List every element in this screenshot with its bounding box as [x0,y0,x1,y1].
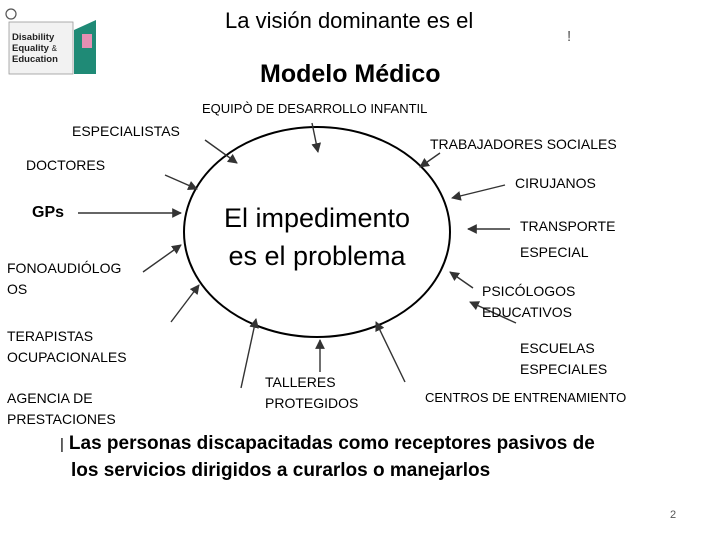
label-terap-1: TERAPISTAS [7,328,94,344]
label-psico-2: EDUCATIVOS [482,304,572,320]
label-talleres-1: TALLERES [265,374,336,390]
label-terap-2: OCUPACIONALES [7,349,127,365]
label-trabajadores: TRABAJADORES SOCIALES [430,136,617,152]
label-doctores: DOCTORES [26,157,106,173]
label-gps: GPs [32,204,65,221]
label-agencia-2: PRESTACIONES [7,411,116,427]
label-cirujanos: CIRUJANOS [515,175,596,191]
page-number: 2 [670,509,677,521]
label-fono-1: FONOAUDIÓLOG [7,260,122,276]
label-fono-2: OS [7,281,28,297]
logo-line-1: Disability [12,32,55,43]
page-title: La visión dominante es el [225,8,474,33]
footer-bullet: | [60,436,64,453]
label-especialistas: ESPECIALISTAS [72,123,180,139]
center-ellipse [183,126,451,338]
arrow-fono [142,244,182,273]
logo-amp: & [51,44,57,53]
footer-line-2: los servicios dirigidos a curarlos o man… [71,460,491,481]
logo-text: Disability Equality & Education [12,32,72,65]
arrow-trabajadores [419,152,441,168]
label-talleres-2: PROTEGIDOS [265,395,359,411]
logo: Disability Equality & Education [4,8,98,76]
label-escuelas: ESCUELAS ESPECIALES [520,338,607,380]
label-transporte: TRANSPORTE ESPECIAL [520,213,615,265]
center-text: El impedimento es el problema [192,199,442,275]
logo-line-2: Equality [12,43,49,54]
logo-line-3: Education [12,54,58,65]
label-transporte-2: ESPECIAL [520,244,589,260]
arrow-equipo [311,122,322,153]
arrow-especialistas [204,139,238,164]
label-talleres: TALLERES PROTEGIDOS [265,372,358,414]
arrow-cirujanos [451,184,506,201]
label-agencia: AGENCIA DE PRESTACIONES [7,388,116,430]
arrow-escuelas [469,301,517,324]
label-escuelas-2: ESPECIALES [520,361,608,377]
label-agencia-1: AGENCIA DE [7,390,93,406]
label-fonoaudiologos: FONOAUDIÓLOG OS [7,258,121,300]
label-terapistas: TERAPISTAS OCUPACIONALES [7,326,127,368]
label-transporte-1: TRANSPORTE [520,218,616,234]
stray-mark: ! [567,28,572,45]
label-psico-1: PSICÓLOGOS [482,283,576,299]
center-line-1: El impedimento [223,203,411,233]
label-psicologos: PSICÓLOGOS EDUCATIVOS [482,281,575,323]
logo-graphic [5,8,96,75]
footer-text: |Las personas discapacitadas como recept… [60,431,595,484]
label-escuelas-1: ESCUELAS [520,340,595,356]
center-line-2: es el problema [228,241,406,271]
arrow-agencia [240,318,259,389]
arrow-centros [375,321,406,383]
label-centros: CENTROS DE ENTRENAMIENTO [425,390,627,405]
label-equipo: EQUIPÒ DE DESARROLLO INFANTIL [202,101,428,116]
arrow-doctores [164,174,198,190]
page-subtitle: Modelo Médico [260,60,441,88]
footer-line-1: Las personas discapacitadas como recepto… [68,433,595,454]
arrow-terapistas [170,284,200,323]
arrow-psico [449,271,474,289]
